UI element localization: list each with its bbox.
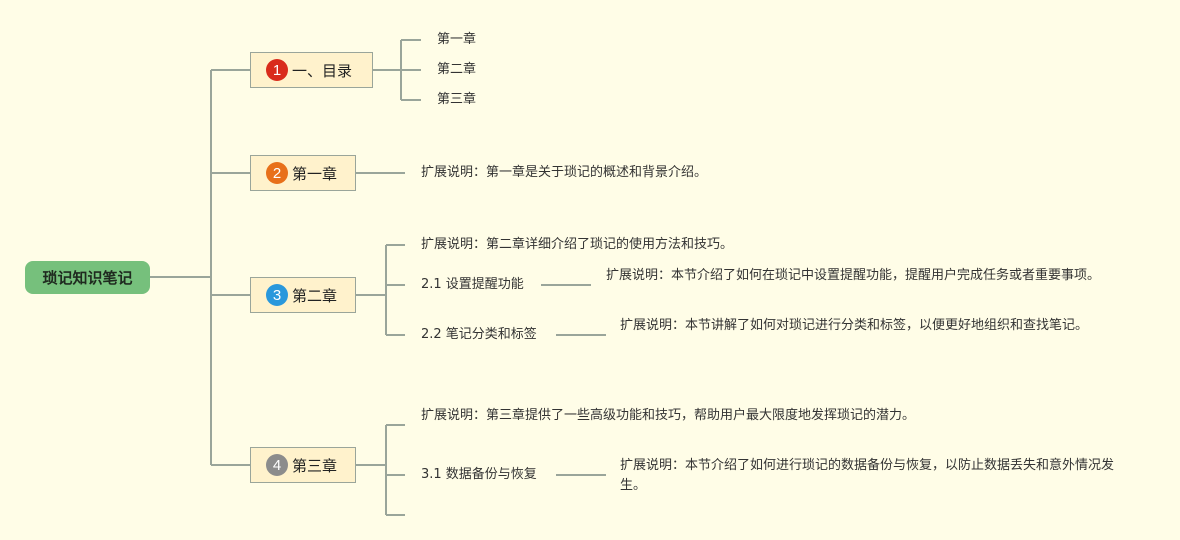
toc-item[interactable]: 第一章 [437,32,477,47]
topic-chapter-3[interactable]: 4 第三章 [250,447,356,483]
section-2-1-note[interactable]: 扩展说明：本节介绍了如何在琐记中设置提醒功能，提醒用户完成任务或者重要事项。 [606,268,1101,283]
section-3-1-label[interactable]: 3.1 数据备份与恢复 [421,467,537,482]
topic-label: 一、目录 [292,61,353,80]
number-badge-icon: 4 [266,454,288,476]
section-2-2-label[interactable]: 2.2 笔记分类和标签 [421,327,537,342]
connector-ch3 [356,424,405,516]
toc-item[interactable]: 第三章 [437,92,477,107]
topic-label: 第三章 [292,456,338,475]
topic-chapter-1[interactable]: 2 第一章 [250,155,356,191]
section-3-1-note[interactable]: 扩展说明：本节介绍了如何进行琐记的数据备份与恢复，以防止数据丢失和意外情况发生。 [620,458,1115,493]
number-badge-icon: 1 [266,59,288,81]
chapter-2-note[interactable]: 扩展说明：第二章详细介绍了琐记的使用方法和技巧。 [421,237,734,252]
connector-toc [373,39,421,101]
chapter-3-note[interactable]: 扩展说明：第三章提供了一些高级功能和技巧，帮助用户最大限度地发挥琐记的潜力。 [421,408,916,423]
toc-item[interactable]: 第二章 [437,62,477,77]
root-topic-label: 琐记知识笔记 [42,269,133,287]
root-topic[interactable]: 琐记知识笔记 [25,261,150,294]
connector-ch2 [356,244,405,336]
topic-toc[interactable]: 1 一、目录 [250,52,373,88]
topic-label: 第二章 [292,286,338,305]
topic-label: 第一章 [292,164,338,183]
topic-chapter-2[interactable]: 3 第二章 [250,277,356,313]
number-badge-icon: 2 [266,162,288,184]
section-2-1-label[interactable]: 2.1 设置提醒功能 [421,277,524,292]
section-2-2-note[interactable]: 扩展说明：本节讲解了如何对琐记进行分类和标签，以便更好地组织和查找笔记。 [620,318,1089,333]
number-badge-icon: 3 [266,284,288,306]
chapter-1-note[interactable]: 扩展说明：第一章是关于琐记的概述和背景介绍。 [421,165,708,180]
